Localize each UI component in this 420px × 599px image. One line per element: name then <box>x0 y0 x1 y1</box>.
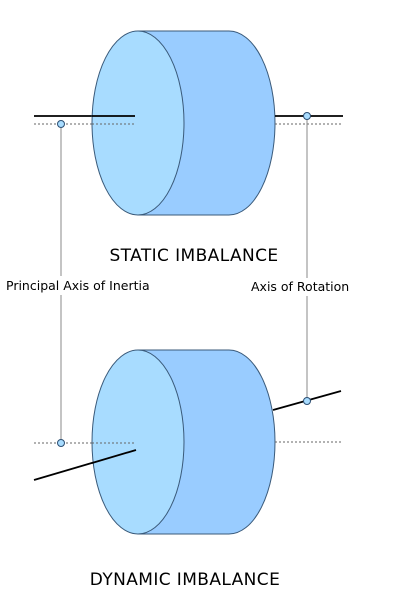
dynamic-principal-axis-inner <box>91 449 137 464</box>
dynamic-rotation-marker <box>303 397 311 405</box>
dynamic-cylinder-face <box>91 349 185 535</box>
static-cylinder-face <box>91 30 185 216</box>
static-rotation-marker <box>303 112 311 120</box>
dynamic-title: DYNAMIC IMBALANCE <box>90 570 280 590</box>
dynamic-imbalance-figure <box>33 349 343 535</box>
static-title: STATIC IMBALANCE <box>109 246 278 266</box>
dynamic-principal-marker <box>57 439 65 447</box>
principal-axis-label: Principal Axis of Inertia <box>6 278 150 293</box>
static-principal-marker <box>57 120 65 128</box>
static-imbalance-figure <box>34 30 343 216</box>
rotation-axis-label: Axis of Rotation <box>251 279 349 294</box>
